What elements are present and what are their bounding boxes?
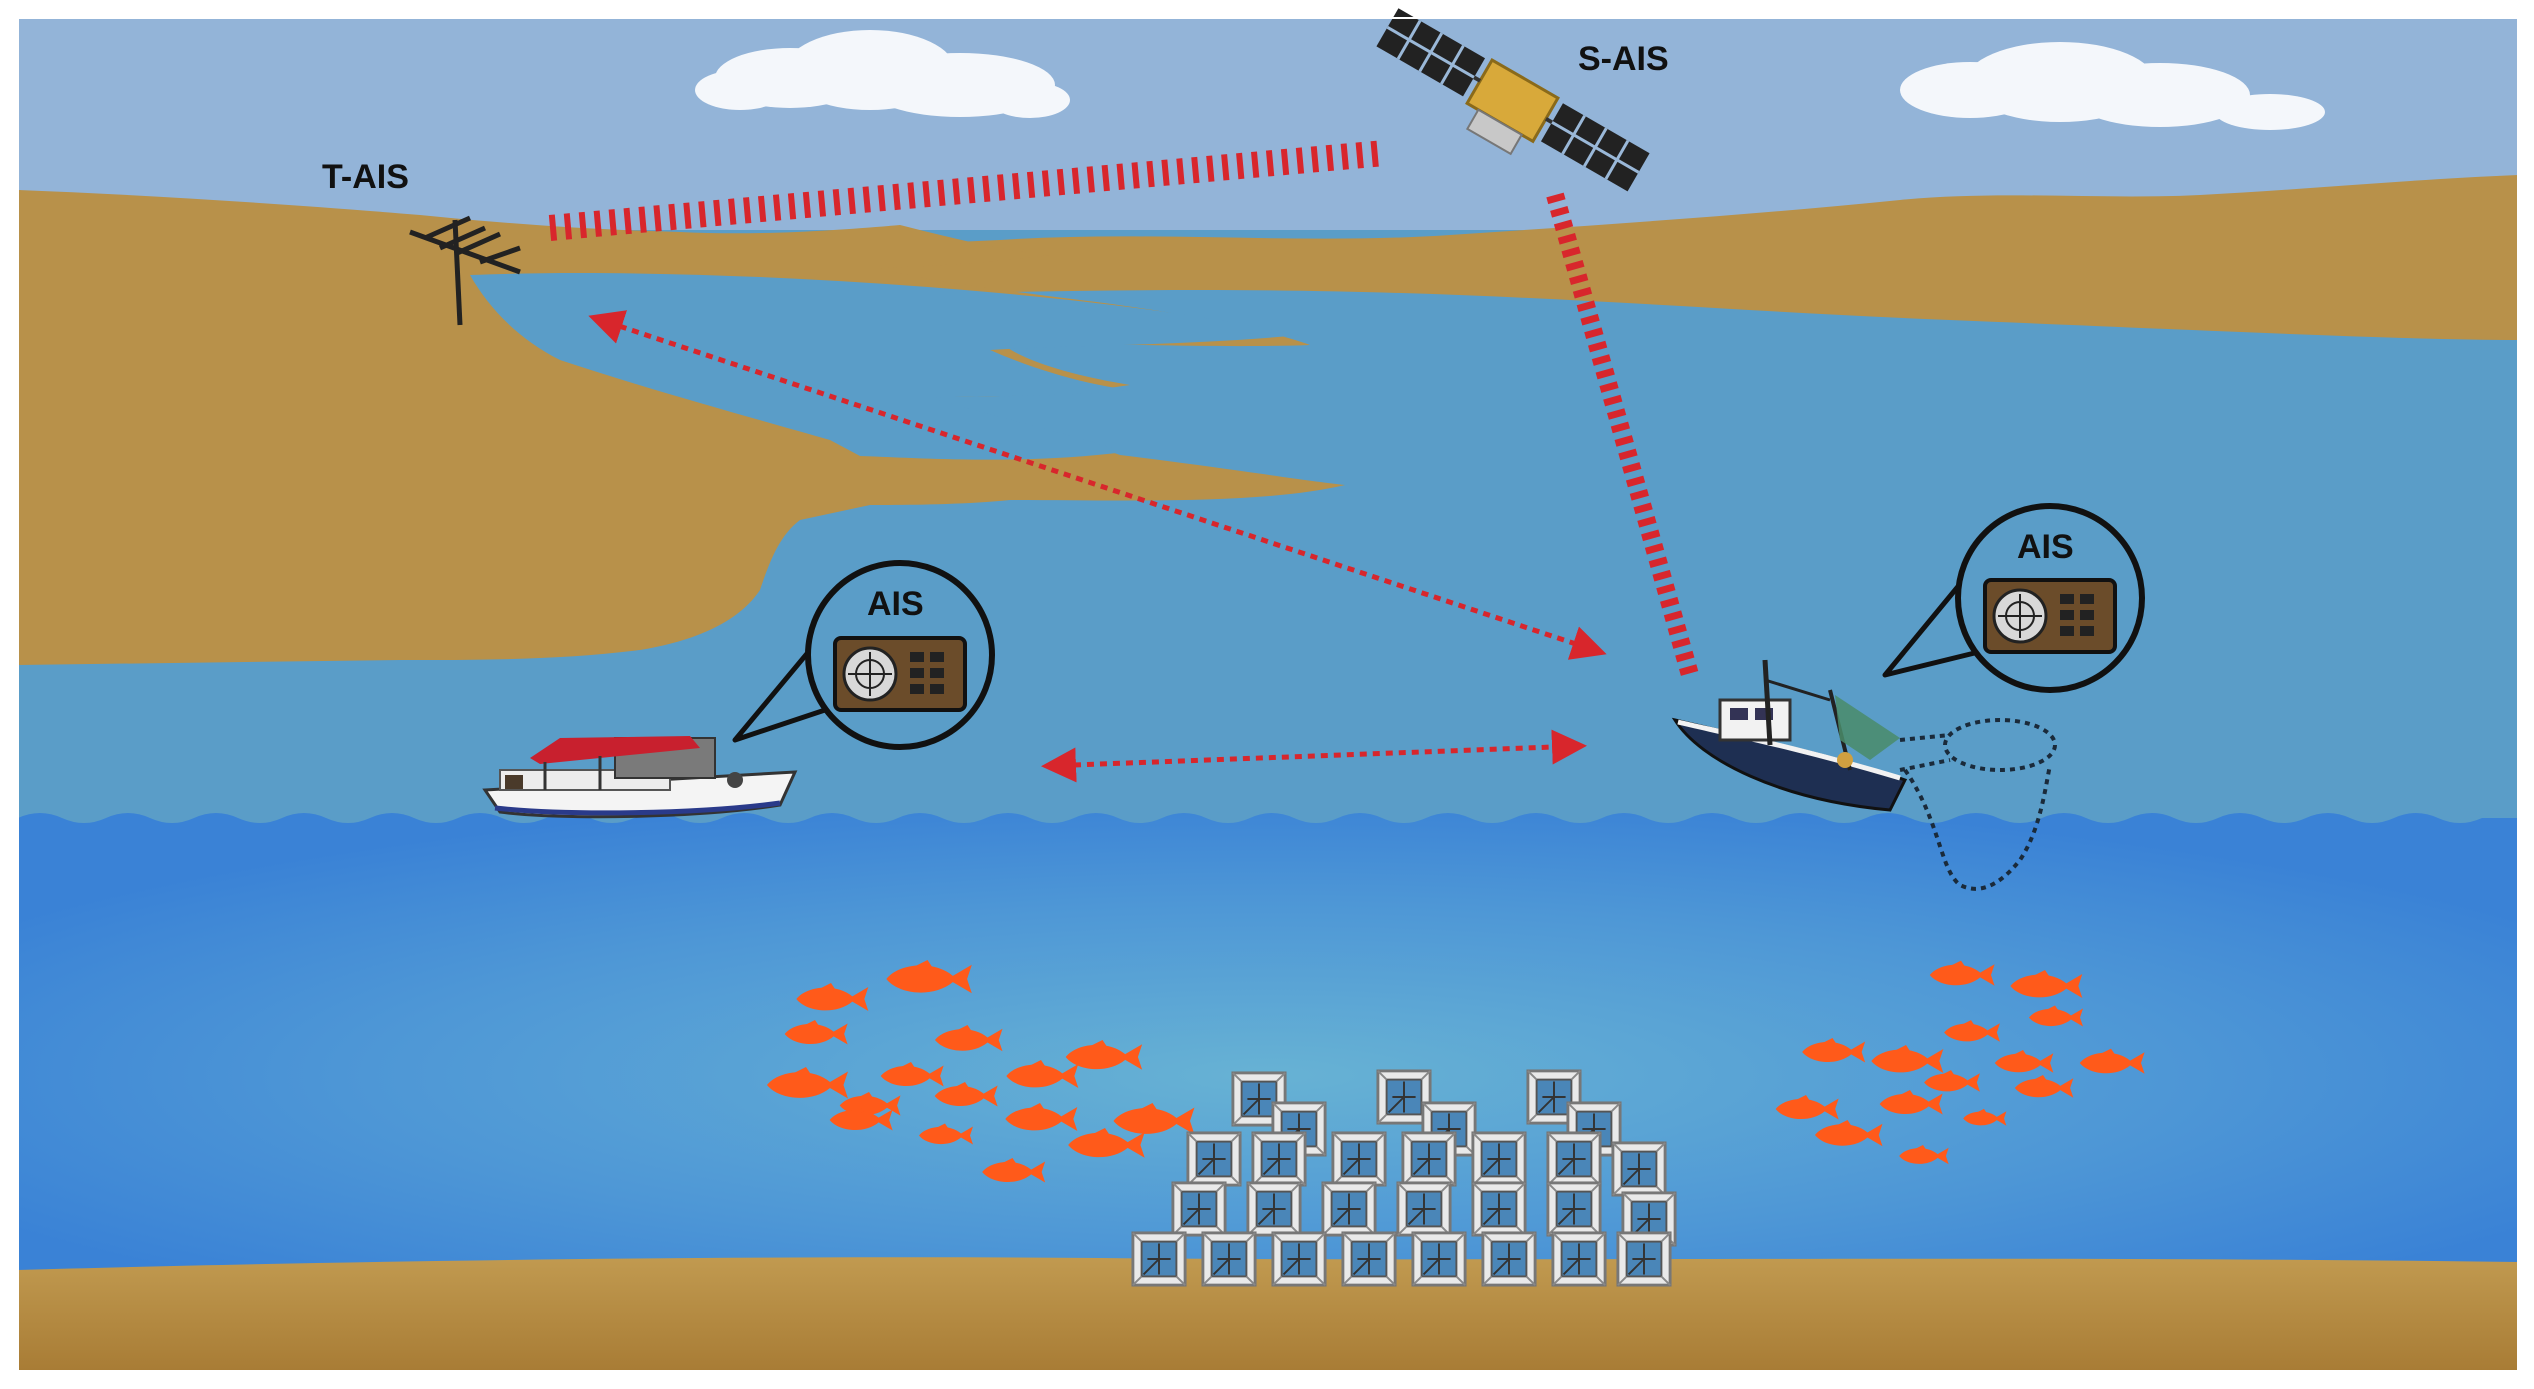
ais-transponder-icon xyxy=(1983,578,2117,654)
s-ais-label: S-AIS xyxy=(1578,40,1669,78)
lobster-trap-icon xyxy=(1611,1141,1667,1197)
lobster-trap-icon xyxy=(1251,1131,1307,1187)
trawl-net-icon xyxy=(1899,718,2057,891)
lobster-trap-icon xyxy=(1551,1231,1607,1287)
boat-to-boat-arrow xyxy=(1041,729,1587,783)
cloud-right-icon xyxy=(1900,42,2325,130)
lobster-trap-icon xyxy=(1186,1131,1242,1187)
ais-transponder-icon xyxy=(833,636,967,712)
ais-label-left: AIS xyxy=(867,585,924,623)
lobster-trap-icon xyxy=(1321,1181,1377,1237)
small-boat-icon xyxy=(482,736,798,819)
lobster-trap-icon xyxy=(1131,1231,1187,1287)
lobster-trap-icon xyxy=(1396,1181,1452,1237)
deep-water xyxy=(18,813,2518,1290)
antenna-tower-icon xyxy=(409,215,521,326)
lobster-trap-icon xyxy=(1471,1131,1527,1187)
cloud-left-icon xyxy=(695,30,1070,118)
lobster-trap-icon xyxy=(1201,1231,1257,1287)
fishing-trawler-icon xyxy=(1671,659,1908,812)
lobster-trap-icon xyxy=(1331,1131,1387,1187)
lobster-trap-icon xyxy=(1546,1181,1602,1237)
lobster-trap-icon xyxy=(1341,1231,1397,1287)
seabed xyxy=(18,1257,2518,1371)
t-ais-label: T-AIS xyxy=(322,158,409,196)
lobster-trap-icon xyxy=(1616,1231,1672,1287)
lobster-trap-icon xyxy=(1481,1231,1537,1287)
ais-callout-left xyxy=(732,560,995,750)
lobster-trap-icon xyxy=(1471,1181,1527,1237)
lobster-trap-icon xyxy=(1171,1181,1227,1237)
ais-callout-right xyxy=(1882,503,2145,693)
lobster-trap-icon xyxy=(1246,1181,1302,1237)
lobster-trap-icon xyxy=(1401,1131,1457,1187)
lobster-trap-icon xyxy=(1411,1231,1467,1287)
lobster-trap-icon xyxy=(1271,1231,1327,1287)
satellite-to-antenna-signal xyxy=(548,140,1387,241)
ais-label-right: AIS xyxy=(2017,528,2074,566)
satellite-icon xyxy=(1376,8,1650,192)
lobster-trap-icon xyxy=(1546,1131,1602,1187)
